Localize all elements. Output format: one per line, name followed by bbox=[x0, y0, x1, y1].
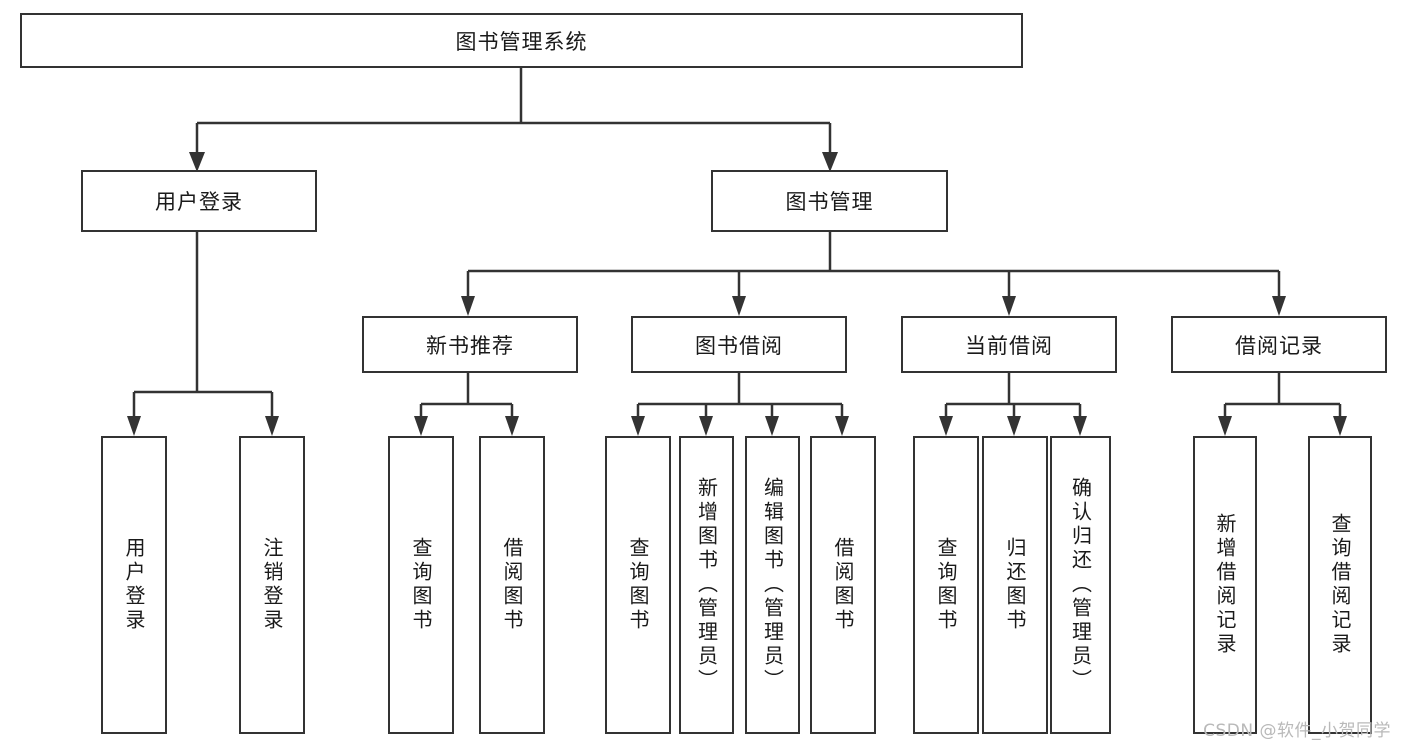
node-label: 新增借阅记录 bbox=[1213, 513, 1237, 657]
node-book-borrow[interactable]: 图书借阅 bbox=[631, 316, 847, 373]
node-label: 图书管理系统 bbox=[455, 29, 588, 54]
watermark: CSDN @软件_小贺同学 bbox=[1203, 721, 1391, 741]
node-root-system[interactable]: 图书管理系统 bbox=[20, 13, 1023, 68]
leaf-add-book-admin[interactable]: 新增图书（管理员） bbox=[679, 436, 734, 734]
leaf-query-borrow-record[interactable]: 查询借阅记录 bbox=[1308, 436, 1372, 734]
node-label: 查询图书 bbox=[409, 537, 433, 633]
node-user-login[interactable]: 用户登录 bbox=[81, 170, 317, 232]
node-label: 新书推荐 bbox=[426, 333, 514, 358]
node-label: 借阅图书 bbox=[831, 537, 855, 633]
leaf-edit-book-admin[interactable]: 编辑图书（管理员） bbox=[745, 436, 800, 734]
node-label: 归还图书 bbox=[1003, 537, 1027, 633]
node-book-management[interactable]: 图书管理 bbox=[711, 170, 948, 232]
node-new-book-recommend[interactable]: 新书推荐 bbox=[362, 316, 578, 373]
leaf-logout[interactable]: 注销登录 bbox=[239, 436, 305, 734]
node-label: 编辑图书（管理员） bbox=[760, 477, 785, 693]
node-label: 确认归还（管理员） bbox=[1068, 477, 1093, 693]
node-label: 当前借阅 bbox=[965, 333, 1053, 358]
leaf-borrow-book-recommend[interactable]: 借阅图书 bbox=[479, 436, 545, 734]
leaf-confirm-return-admin[interactable]: 确认归还（管理员） bbox=[1050, 436, 1111, 734]
leaf-user-login[interactable]: 用户登录 bbox=[101, 436, 167, 734]
leaf-return-book[interactable]: 归还图书 bbox=[982, 436, 1048, 734]
node-label: 查询借阅记录 bbox=[1328, 513, 1352, 657]
leaf-query-book-borrow[interactable]: 查询图书 bbox=[605, 436, 671, 734]
leaf-add-borrow-record[interactable]: 新增借阅记录 bbox=[1193, 436, 1257, 734]
node-label: 用户登录 bbox=[122, 537, 146, 633]
leaf-borrow-book[interactable]: 借阅图书 bbox=[810, 436, 876, 734]
node-current-borrow[interactable]: 当前借阅 bbox=[901, 316, 1117, 373]
node-label: 借阅图书 bbox=[500, 537, 524, 633]
leaf-query-book-current[interactable]: 查询图书 bbox=[913, 436, 979, 734]
node-label: 查询图书 bbox=[934, 537, 958, 633]
node-borrow-records[interactable]: 借阅记录 bbox=[1171, 316, 1387, 373]
node-label: 查询图书 bbox=[626, 537, 650, 633]
leaf-query-book-recommend[interactable]: 查询图书 bbox=[388, 436, 454, 734]
node-label: 新增图书（管理员） bbox=[694, 477, 719, 693]
node-label: 图书管理 bbox=[785, 190, 874, 214]
node-label: 注销登录 bbox=[260, 537, 284, 633]
node-label: 图书借阅 bbox=[695, 333, 783, 358]
node-label: 用户登录 bbox=[155, 190, 243, 214]
node-label: 借阅记录 bbox=[1235, 333, 1323, 358]
